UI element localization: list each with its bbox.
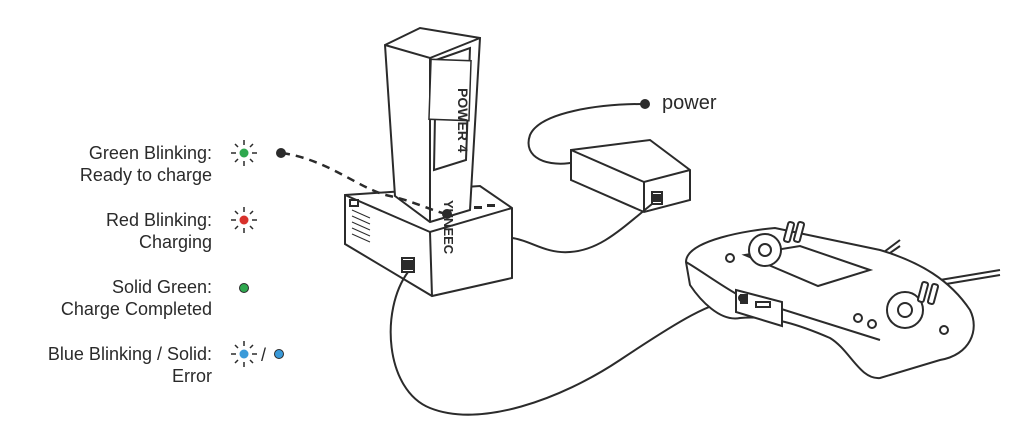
legend-status: Green Blinking: — [88, 143, 212, 163]
remote-controller — [684, 221, 1001, 380]
callout-dot-start — [276, 148, 286, 158]
controller-cable — [389, 271, 741, 416]
power-dot — [640, 99, 650, 109]
legend-status: Blue Blinking / Solid: — [47, 344, 212, 364]
blue-blinking-indicator-icon — [231, 341, 257, 367]
legend-item-solid-green: Solid Green: Charge Completed — [61, 276, 212, 320]
indicator-callout — [281, 151, 447, 216]
red-blinking-indicator-icon — [231, 207, 257, 233]
blue-solid-indicator-icon — [274, 349, 284, 359]
legend-meaning: Charge Completed — [60, 299, 212, 319]
solid-green-indicator-icon — [239, 283, 249, 293]
legend-meaning: Ready to charge — [79, 165, 212, 185]
hub-cable — [511, 203, 653, 254]
power-cable — [527, 103, 644, 165]
legend-status: Red Blinking: — [105, 210, 212, 230]
green-blinking-indicator-icon — [231, 140, 257, 166]
blue-indicator-separator: / — [261, 345, 266, 365]
legend-meaning: Error — [172, 366, 212, 386]
legend-item-green-blinking: Green Blinking: Ready to charge — [80, 142, 212, 186]
power-adapter — [570, 138, 691, 214]
battery-model-text: POWER 4 — [455, 88, 471, 153]
power-label: power — [662, 92, 717, 114]
legend-meaning: Charging — [138, 232, 212, 252]
legend-status: Solid Green: — [111, 277, 212, 297]
battery-brand-text: YUNEEC — [441, 200, 456, 255]
callout-dot-end — [442, 209, 452, 219]
legend-item-blue-blinking-solid: Blue Blinking / Solid: Error — [48, 343, 212, 387]
battery — [383, 26, 482, 224]
controller-cable-end — [738, 294, 746, 302]
legend-item-red-blinking: Red Blinking: Charging — [106, 209, 212, 253]
